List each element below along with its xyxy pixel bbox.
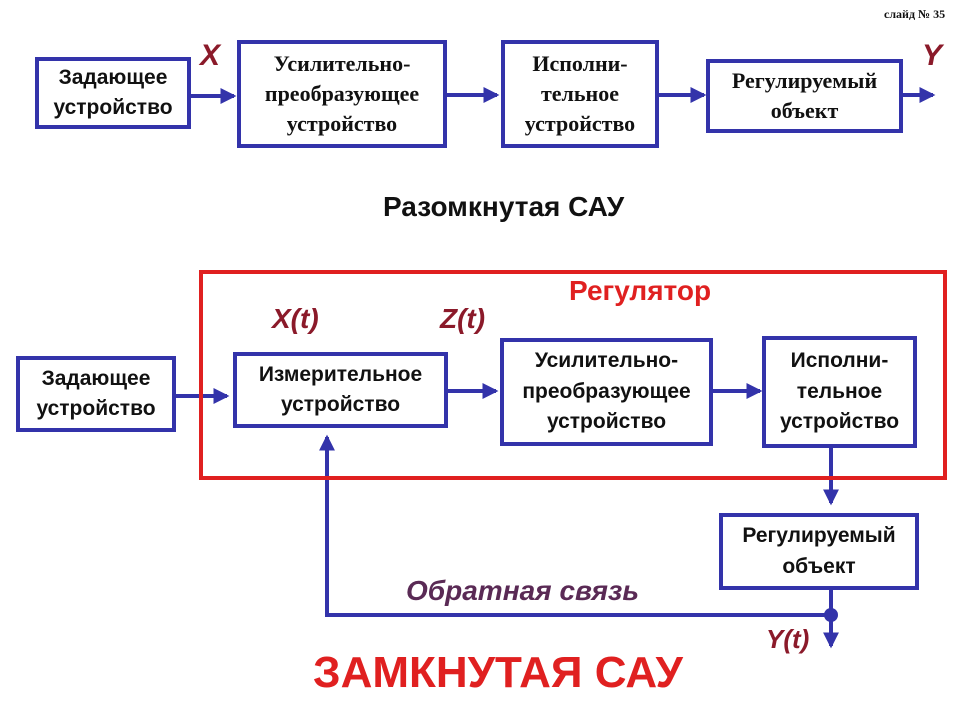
feedback-junction [824,608,838,622]
open-output-label: Y [922,39,943,72]
y-t-label: Y(t) [766,624,810,654]
closed-amplifier-block: Усилительно- преобразующее устройство [500,338,713,446]
open-amplifier-block: Усилительно- преобразующее устройство [237,40,447,148]
slide-number: слайд № 35 [884,7,946,21]
open-actuator-block: Исполни- тельное устройство [501,40,659,148]
open-object-block: Регулируемый объект [706,59,903,133]
closed-actuator-block: Исполни- тельное устройство [762,336,917,448]
x-t-label: X(t) [272,303,319,334]
open-loop-title: Разомкнутая САУ [383,191,625,222]
closed-measuring-block: Измерительное устройство [233,352,448,428]
z-t-label: Z(t) [440,303,486,334]
open-input-label: X [200,39,221,72]
closed-object-block: Регулируемый объект [719,513,919,590]
closed-loop-title: ЗАМКНУТАЯ САУ [313,648,683,697]
regulator-label: Регулятор [569,275,712,306]
feedback-line [319,434,831,617]
open-setter-block: Задающее устройство [35,57,191,129]
regulator-frame [199,270,947,480]
closed-setter-block: Задающее устройство [16,356,176,432]
feedback-label: Обратная связь [406,575,639,606]
